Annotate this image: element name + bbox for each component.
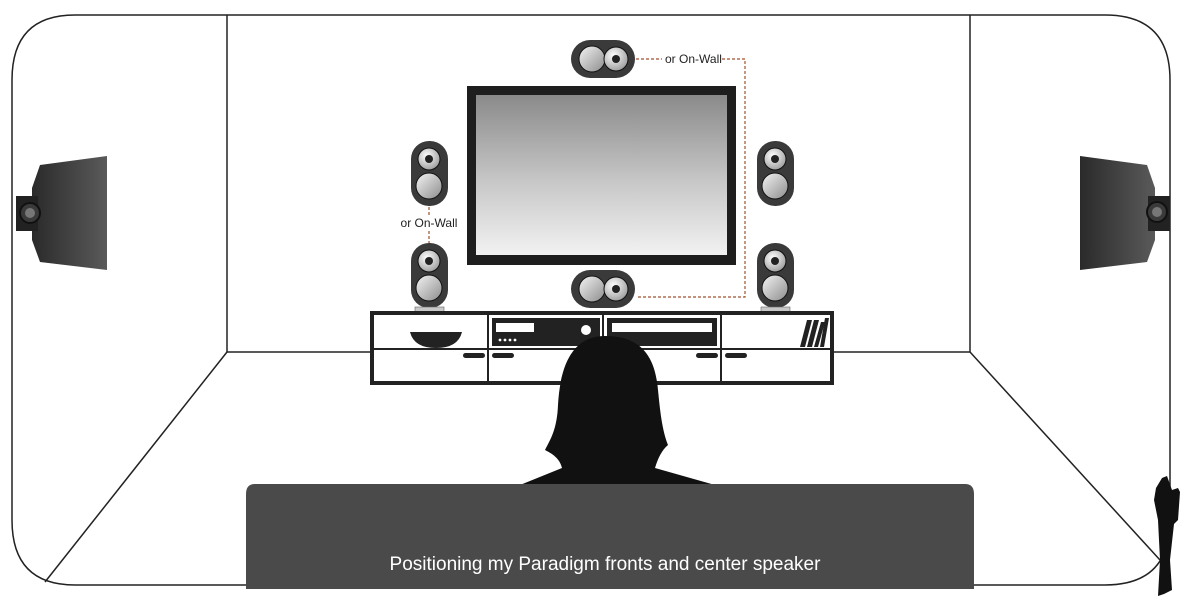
center-speaker-icon [571,40,635,78]
label-left-on-wall: or On-Wall [401,216,458,230]
bookshelf-speaker-icon [757,141,794,206]
person-silhouette-icon [520,336,715,485]
label-center-on-wall: or On-Wall [665,52,722,66]
caption-text: Positioning my Paradigm fronts and cente… [390,554,822,575]
room-outline [11,14,1171,586]
floor-left-diagonal [44,351,228,583]
surround-speaker-icon [16,156,107,270]
bookshelf-speaker-icon [411,141,448,206]
floor-right-diagonal [969,351,1161,561]
guide-top-right-path [636,58,746,298]
room-frame [11,14,1171,586]
dashed-guides [428,58,746,298]
bookshelf-speaker-icon [411,243,448,313]
standing-figure-icon [1154,476,1180,596]
tv-screen-icon [467,86,736,265]
center-speaker-icon [571,270,635,308]
sofa-icon [246,484,974,589]
bookshelf-speaker-icon [757,243,794,313]
surround-speaker-icon [1080,156,1170,270]
books-icon [800,318,829,347]
bowl-icon [410,332,462,348]
